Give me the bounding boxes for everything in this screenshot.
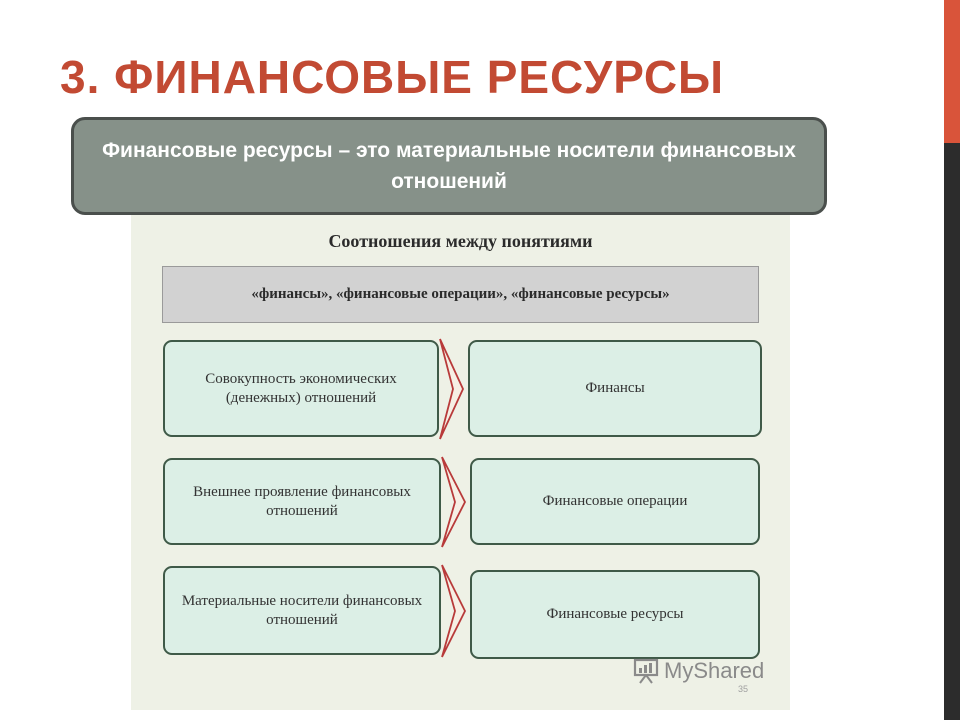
diagram-header: «финансы», «финансовые операции», «финан… <box>162 266 759 323</box>
definition-text: Финансовые ресурсы – это материальные но… <box>102 139 796 193</box>
row-2-arrow-shape <box>441 456 467 548</box>
row-2-arrow <box>441 456 467 548</box>
page-number: 35 <box>738 684 749 694</box>
diagram-title: Соотношения между понятиями <box>328 231 593 251</box>
row-3-arrow-shape <box>441 564 467 658</box>
row-1-arrow-shape <box>439 338 464 440</box>
row-1-arrow <box>439 338 464 440</box>
row-2-description: Внешнее проявление финансовых отношений <box>163 458 441 545</box>
definition-box: Финансовые ресурсы – это материальные но… <box>71 117 827 215</box>
watermark: MyShared <box>632 657 764 685</box>
row-3-concept: Финансовые ресурсы <box>470 570 760 659</box>
presentation-board-icon <box>633 658 659 684</box>
row-1-description: Совокупность экономических (денежных) от… <box>163 340 439 437</box>
diagram-panel: Соотношения между понятиями «финансы», «… <box>131 213 790 710</box>
row-2-concept: Финансовые операции <box>470 458 760 545</box>
row-3-description: Материальные носители финансовых отношен… <box>163 566 441 655</box>
row-1-concept: Финансы <box>468 340 762 437</box>
accent-bar-bottom <box>944 143 960 720</box>
slide-title: 3. ФИНАНСОВЫЕ РЕСУРСЫ <box>60 51 725 103</box>
accent-bar-top <box>944 0 960 143</box>
watermark-text: MyShared <box>664 658 765 683</box>
row-3-arrow <box>441 564 467 658</box>
